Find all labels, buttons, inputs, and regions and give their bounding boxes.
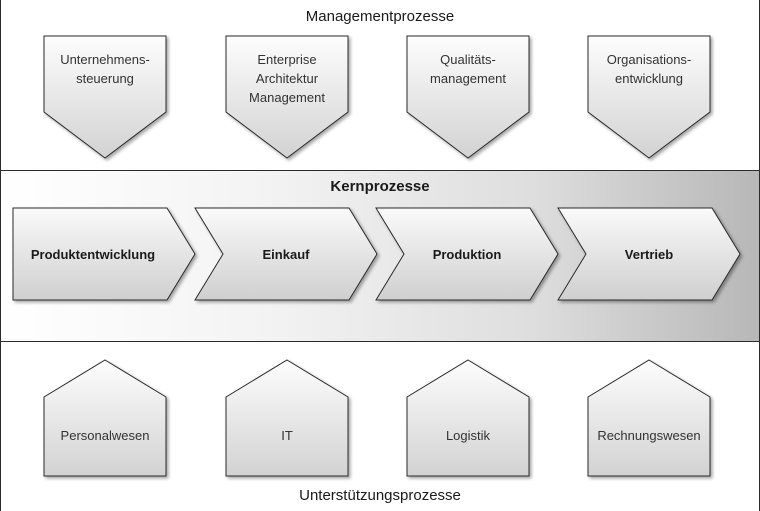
management-process-organisationsentwicklung: Organisations- entwicklung bbox=[587, 35, 711, 159]
management-process-enterprise-architektur: Enterprise Architektur Management bbox=[225, 35, 349, 159]
core-process-einkauf: Einkauf bbox=[194, 207, 378, 301]
management-process-label: Unternehmens- steuerung bbox=[60, 52, 150, 86]
core-process-produktion: Produktion bbox=[375, 207, 559, 301]
management-title: Managementprozesse bbox=[305, 8, 455, 25]
support-process-rechnungswesen: Rechnungswesen bbox=[587, 359, 711, 477]
core-process-label: Einkauf bbox=[262, 247, 310, 262]
support-process-logistik: Logistik bbox=[406, 359, 530, 477]
support-process-label: Personalwesen bbox=[60, 428, 150, 443]
management-process-label: Qualitäts- management bbox=[430, 52, 506, 86]
core-title: Kernprozesse bbox=[330, 178, 430, 195]
support-process-label: IT bbox=[281, 428, 293, 443]
support-process-label: Logistik bbox=[445, 428, 491, 443]
management-process-unternehmenssteuerung: Unternehmens- steuerung bbox=[43, 35, 167, 159]
support-title: Unterstützungsprozesse bbox=[299, 487, 461, 504]
management-process-label: Enterprise Architektur Management bbox=[249, 52, 325, 105]
core-process-label: Produktion bbox=[432, 247, 502, 262]
management-process-qualitaetsmanagement: Qualitäts- management bbox=[406, 35, 530, 159]
core-process-label: Produktentwicklung bbox=[30, 247, 156, 262]
core-process-produktentwicklung: Produktentwicklung bbox=[12, 207, 196, 301]
support-process-label: Rechnungswesen bbox=[597, 428, 701, 443]
core-process-vertrieb: Vertrieb bbox=[557, 207, 741, 301]
core-process-label: Vertrieb bbox=[624, 247, 674, 262]
support-process-it: IT bbox=[225, 359, 349, 477]
support-process-personalwesen: Personalwesen bbox=[43, 359, 167, 477]
management-process-label: Organisations- entwicklung bbox=[606, 52, 692, 86]
